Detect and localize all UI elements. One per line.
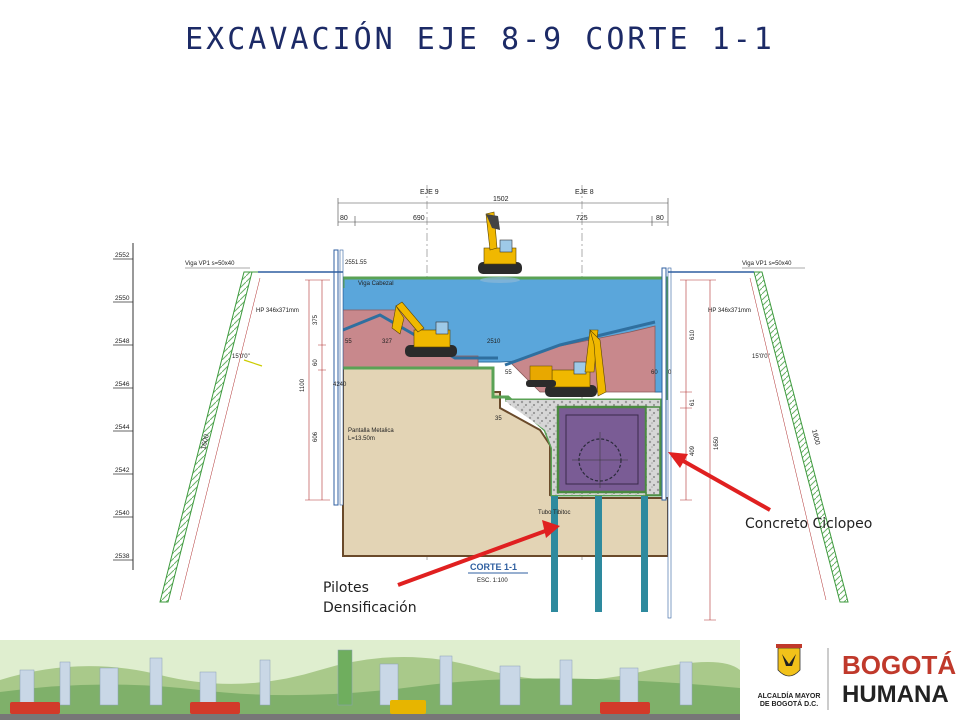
dim-label: 80 [656,215,664,222]
inclined-pile-right: Viga VP1 s=50x40 HP 346x371mm 15'0'0" 16… [708,261,849,603]
buses [10,700,650,714]
callout-pilotes: Pilotes Densificación [323,578,417,618]
level-ticks [113,258,133,561]
level-label: 2544 [115,424,130,431]
dim-label: 606 [313,431,319,442]
level-label: 2552 [115,252,130,259]
dim-label: 690 [413,215,425,222]
level-label: 2538 [115,553,130,560]
dim-label: 375 [313,314,319,325]
dim-label: 60 [313,359,319,366]
level-top-label: 2551.55 [345,260,367,266]
callout-concreto-ciclopeo: Concreto Ciclopeo [745,516,873,532]
viga-cabezal-label: Viga Cabezal [358,281,394,287]
len-left-label: 1600 [200,434,211,451]
angle-right-label: 15'0'0" [752,354,770,360]
level-label: 2548 [115,338,130,345]
angle-left-label: 15'0'0" [232,354,250,360]
alcaldia-crest [776,644,802,677]
pantalla-label-2: L=13.50m [348,436,375,442]
hills-front [0,678,740,720]
level-scale: 2552 2550 2548 2546 2544 2542 2540 2538 [113,243,134,570]
viga-left-label: Viga VP1 s=50x40 [185,261,235,267]
dim-label: 61 [690,399,696,406]
hp-left-label: HP 346x371mm [256,308,299,314]
dim-label: 610 [690,329,696,340]
dim-label: 725 [576,215,588,222]
excavator-top [478,211,522,283]
viga-right-label: Viga VP1 s=50x40 [742,261,792,267]
dim-label: 55 [505,370,512,376]
dim-label: 409 [690,445,696,456]
dim-label: 1650 [714,436,720,450]
tubo-label: Tubo Tibitoc [538,510,570,516]
pantalla-label-1: Pantalla Metalica [348,428,394,434]
foundation-piles [551,496,648,612]
alcaldia-label-1: ALCALDÍA MAYOR [758,691,821,700]
level-label: 2546 [115,381,130,388]
callout-pilotes-line1: Pilotes [323,580,369,596]
dim-label: 4240 [333,382,347,388]
page-title: EXCAVACIÓN EJE 8-9 CORTE 1-1 [185,22,775,57]
ciclopeo-column [645,406,661,496]
skyline [19,649,693,706]
footer-banner: ALCALDÍA MAYOR DE BOGOTÁ D.C. BOGOTÁ HUM… [0,640,956,720]
arrow-concreto [668,452,771,512]
corte-scale: ESC. 1:100 [477,578,508,584]
brand-humana: HUMANA [842,681,949,708]
temporary-slope-line-right [504,320,656,367]
arrow-pilotes [397,520,560,587]
right-dimensions: 610 61 409 1650 60 0 [651,279,720,621]
alcaldia-label-2: DE BOGOTÁ D.C. [760,699,818,708]
brand-bogota: BOGOTÁ [842,650,956,680]
excavator-right [526,328,607,397]
callout-pilotes-line2: Densificación [323,600,417,616]
dim-label: 60 [651,370,658,376]
corte-title: CORTE 1-1 [470,562,517,572]
sheet-pile-walls [333,249,672,619]
dim-label: 2510 [487,339,501,345]
dim-total-label: 1502 [493,196,509,203]
corte-title-block: CORTE 1-1 ESC. 1:100 [468,562,528,584]
box-inner [565,414,639,485]
concrete-box [556,405,648,494]
len-right-label: 1600 [810,429,821,446]
axis-eje9-label: EJE 9 [420,189,439,196]
inclined-pile-left: Viga VP1 s=50x40 HP 346x371mm 15'0'0" 16… [159,261,299,603]
dim-label: 55 [345,339,352,345]
level-label: 2542 [115,467,130,474]
left-dimensions: 375 60 1100 606 4240 [300,279,347,501]
dim-label: 80 [340,215,348,222]
axis-eje8-label: EJE 8 [575,189,594,196]
dim-label: 1100 [300,378,306,392]
hp-right-label: HP 346x371mm [708,308,751,314]
level-label: 2540 [115,510,130,517]
excavation-section-drawing: 2552 2550 2548 2546 2544 2542 2540 2538 … [113,185,849,621]
level-label: 2550 [115,295,130,302]
dim-label: 35 [495,416,502,422]
road [0,714,740,720]
dim-label: 0 [668,370,672,376]
excavator-left [391,301,457,357]
dim-label: 327 [382,339,393,345]
